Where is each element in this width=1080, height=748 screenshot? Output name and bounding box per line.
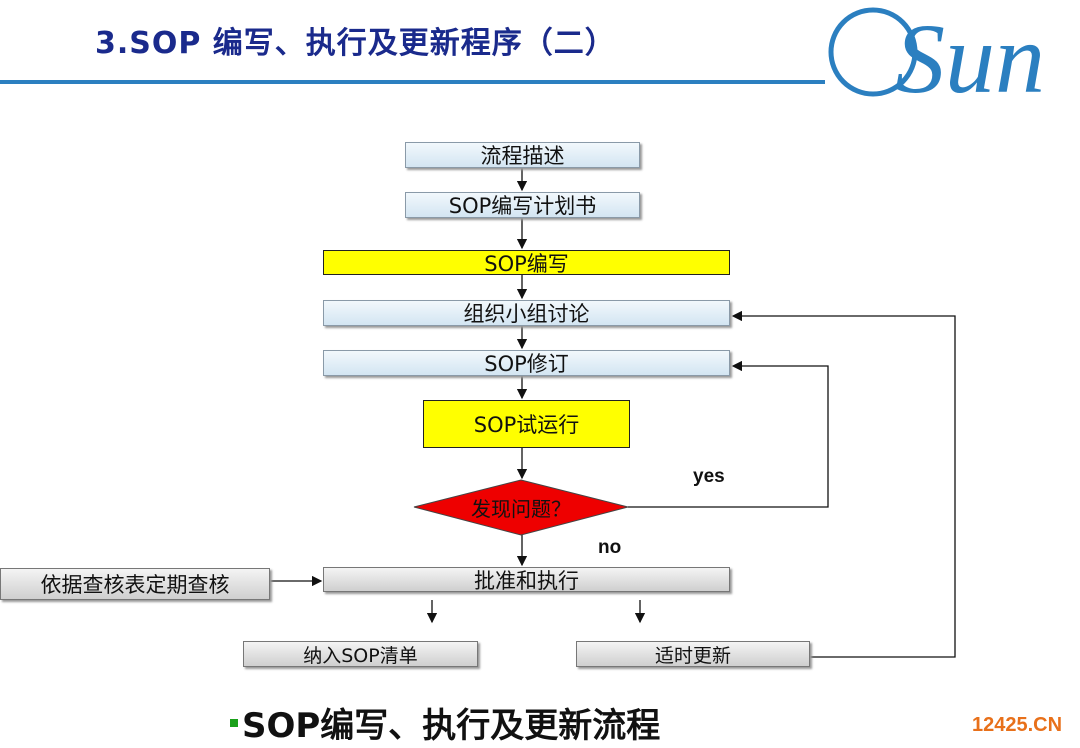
- step-sop-plan: SOP编写计划书: [405, 192, 640, 218]
- no-label: no: [598, 537, 622, 558]
- step-sop-writing: SOP编写: [323, 250, 730, 276]
- diagram-caption: SOP编写、执行及更新流程: [230, 698, 660, 747]
- step-sop-revision: SOP修订: [323, 350, 730, 376]
- yes-label: yes: [693, 466, 725, 487]
- bullet-icon: [230, 718, 238, 727]
- page-title: 3.SOP 编写、执行及更新程序（二）: [95, 26, 616, 61]
- step-process-description: 流程描述: [405, 142, 640, 168]
- svg-text:Sun: Sun: [895, 3, 1045, 105]
- decision-label: 发现问题？: [471, 497, 571, 521]
- step-timely-update: 适时更新: [576, 641, 810, 667]
- step-periodic-check: 依据查核表定期查核: [0, 568, 270, 600]
- decision-diamond: [413, 479, 629, 536]
- title-divider: [0, 80, 825, 84]
- caption-text: SOP编写、执行及更新流程: [242, 706, 661, 746]
- watermark: 12425.CN: [972, 714, 1063, 736]
- step-sop-trial: SOP试运行: [423, 400, 630, 448]
- sun-logo: Sun: [828, 3, 1045, 105]
- step-add-to-sop-list: 纳入SOP清单: [243, 641, 478, 667]
- step-approve-execute: 批准和执行: [323, 567, 730, 593]
- step-group-discussion: 组织小组讨论: [323, 300, 730, 326]
